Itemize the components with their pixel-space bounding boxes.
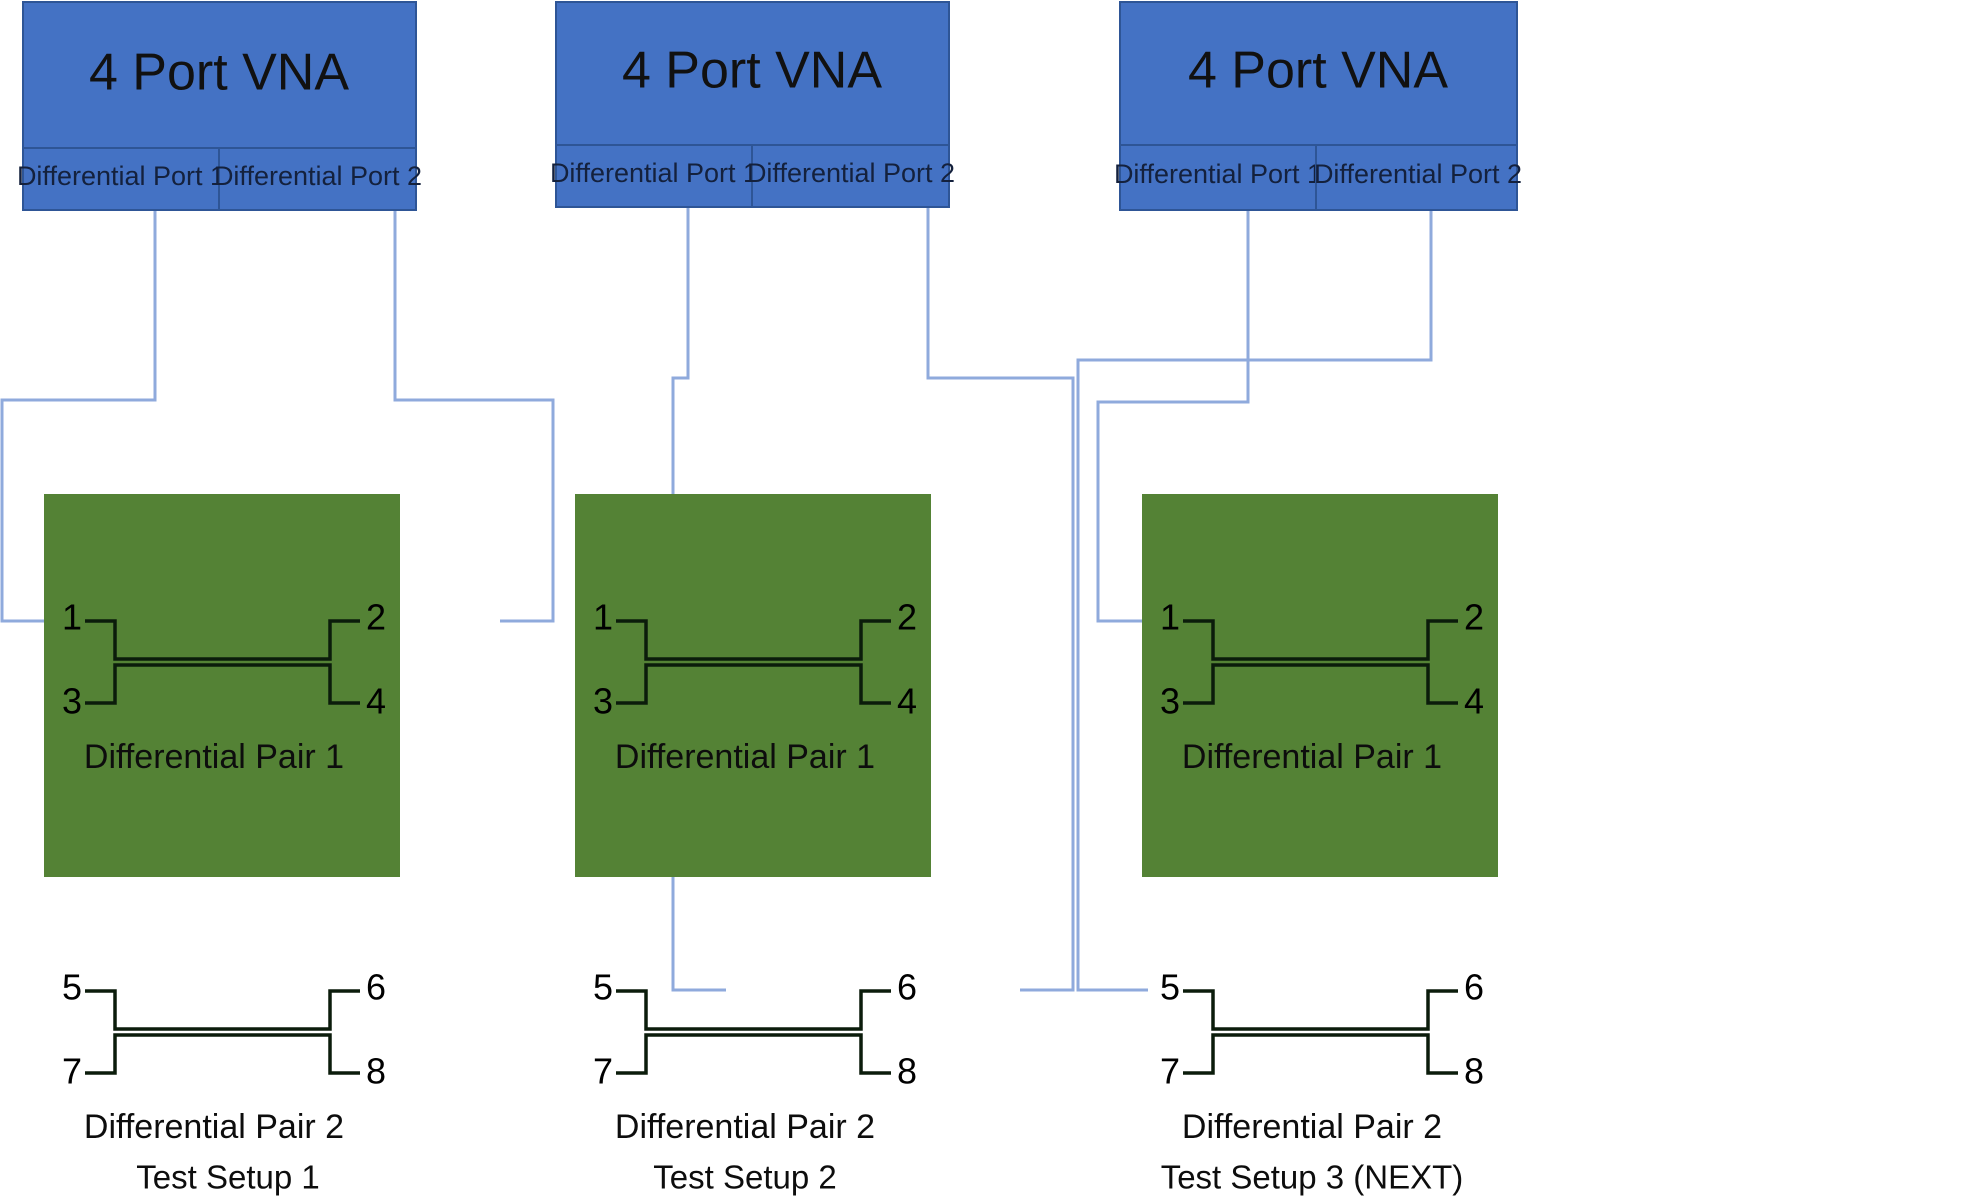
pin-label-7: 7 — [1160, 1051, 1180, 1092]
pin-label-6: 6 — [366, 967, 386, 1008]
pin-label-2: 2 — [366, 597, 386, 638]
setup-1-vna[interactable]: 4 Port VNA Differential Port 1 Different… — [17, 1, 422, 211]
trace-pin-1-to-pin-2 — [616, 619, 891, 661]
pin-label-2: 2 — [1464, 597, 1484, 638]
vna-port-1[interactable] — [22, 147, 220, 211]
differential-pair-2-label: Differential Pair 2 — [1182, 1108, 1442, 1146]
vna-port-1-label: Differential Port 1 — [550, 158, 758, 188]
vna-title: 4 Port VNA — [1188, 42, 1448, 100]
pin-label-3: 3 — [1160, 681, 1180, 722]
trace-pin-5-to-pin-6 — [1183, 989, 1458, 1031]
setup-1-differential-pair-2: 5 6 7 8 Differential Pair 2 — [62, 967, 386, 1146]
pin-label-4: 4 — [897, 681, 917, 722]
pin-label-8: 8 — [897, 1051, 917, 1092]
setup-1-dut[interactable]: 1 2 3 4 Differential Pair 1 5 6 7 8 Diff… — [44, 494, 400, 1146]
pin-label-1: 1 — [1160, 597, 1180, 638]
test-setup-1: 4 Port VNA Differential Port 1 Different… — [0, 1, 555, 1196]
setup-2-caption: Test Setup 2 — [653, 1159, 836, 1196]
trace-pin-3-to-pin-4 — [1183, 663, 1458, 705]
pin-label-7: 7 — [593, 1051, 613, 1092]
vna-port-2[interactable] — [1315, 144, 1518, 211]
cable-port2-to-pair2-right — [926, 208, 1075, 992]
pin-label-1: 1 — [62, 597, 82, 638]
pin-label-3: 3 — [593, 681, 613, 722]
trace-pin-7-to-pin-8 — [616, 1033, 891, 1075]
cable-port2-to-pair2-left — [1076, 211, 1433, 992]
test-setup-3: 4 Port VNA Differential Port 1 Different… — [1076, 1, 1522, 1196]
pin-label-5: 5 — [1160, 967, 1180, 1008]
cable-port1-to-pair2-left — [671, 208, 726, 992]
dut-board — [44, 494, 400, 877]
setup-3-cables — [1076, 211, 1433, 992]
vna-port-2[interactable] — [751, 144, 950, 208]
vna-title: 4 Port VNA — [622, 42, 882, 100]
pin-label-5: 5 — [593, 967, 613, 1008]
differential-pair-1-label: Differential Pair 1 — [1182, 738, 1442, 776]
trace-pin-5-to-pin-6 — [85, 989, 360, 1031]
setup-2-vna[interactable]: 4 Port VNA Differential Port 1 Different… — [550, 1, 955, 208]
pin-label-2: 2 — [897, 597, 917, 638]
vna-port-2-label: Differential Port 2 — [747, 158, 955, 188]
trace-pin-7-to-pin-8 — [1183, 1033, 1458, 1075]
pin-label-5: 5 — [62, 967, 82, 1008]
vna-port-2-label: Differential Port 2 — [1314, 159, 1522, 189]
vna-port-1-label: Differential Port 1 — [17, 161, 225, 191]
pin-label-8: 8 — [366, 1051, 386, 1092]
setup-3-differential-pair-2: 5 6 7 8 Differential Pair 2 — [1160, 967, 1484, 1146]
pin-label-6: 6 — [1464, 967, 1484, 1008]
setup-3-dut[interactable]: 1 2 3 4 Differential Pair 1 5 6 7 8 Diff… — [1142, 494, 1498, 1146]
setup-2-differential-pair-2: 5 6 7 8 Differential Pair 2 — [593, 967, 917, 1146]
dut-board — [1142, 494, 1498, 877]
cable-port2-to-pair1-right — [393, 211, 555, 623]
vna-body — [1119, 1, 1518, 146]
vna-port-2[interactable] — [218, 147, 417, 211]
cable-port1-to-pair1-left — [1096, 211, 1250, 623]
setup-1-differential-pair-1: 1 2 3 4 Differential Pair 1 — [62, 597, 386, 776]
vna-port-1-label: Differential Port 1 — [1114, 159, 1322, 189]
trace-pin-3-to-pin-4 — [616, 663, 891, 705]
pin-label-1: 1 — [593, 597, 613, 638]
pin-label-7: 7 — [62, 1051, 82, 1092]
pin-label-6: 6 — [897, 967, 917, 1008]
trace-pin-5-to-pin-6 — [616, 989, 891, 1031]
pin-label-3: 3 — [62, 681, 82, 722]
vna-title: 4 Port VNA — [89, 44, 349, 102]
setup-2-cables — [671, 208, 1075, 992]
vna-body — [555, 1, 950, 146]
trace-pin-1-to-pin-2 — [85, 619, 360, 661]
setup-2-differential-pair-1: 1 2 3 4 Differential Pair 1 — [593, 597, 917, 776]
pin-label-8: 8 — [1464, 1051, 1484, 1092]
test-setup-2: 4 Port VNA Differential Port 1 Different… — [550, 1, 1075, 1196]
differential-pair-1-label: Differential Pair 1 — [615, 738, 875, 776]
setup-1-cables — [0, 211, 555, 623]
setup-3-differential-pair-1: 1 2 3 4 Differential Pair 1 — [1160, 597, 1484, 776]
differential-pair-1-label: Differential Pair 1 — [84, 738, 344, 776]
dut-board — [575, 494, 931, 877]
pin-label-4: 4 — [1464, 681, 1484, 722]
trace-pin-1-to-pin-2 — [1183, 619, 1458, 661]
cable-port1-to-pair1-left — [0, 211, 157, 623]
trace-pin-3-to-pin-4 — [85, 663, 360, 705]
vna-port-2-label: Differential Port 2 — [214, 161, 422, 191]
setup-3-caption: Test Setup 3 (NEXT) — [1161, 1159, 1464, 1196]
vna-body — [22, 1, 417, 149]
pin-label-4: 4 — [366, 681, 386, 722]
trace-pin-7-to-pin-8 — [85, 1033, 360, 1075]
setup-3-vna[interactable]: 4 Port VNA Differential Port 1 Different… — [1114, 1, 1522, 211]
setup-2-dut[interactable]: 1 2 3 4 Differential Pair 1 5 6 7 8 Diff… — [575, 494, 931, 1146]
differential-pair-2-label: Differential Pair 2 — [615, 1108, 875, 1146]
setup-1-caption: Test Setup 1 — [136, 1159, 319, 1196]
differential-pair-2-label: Differential Pair 2 — [84, 1108, 344, 1146]
